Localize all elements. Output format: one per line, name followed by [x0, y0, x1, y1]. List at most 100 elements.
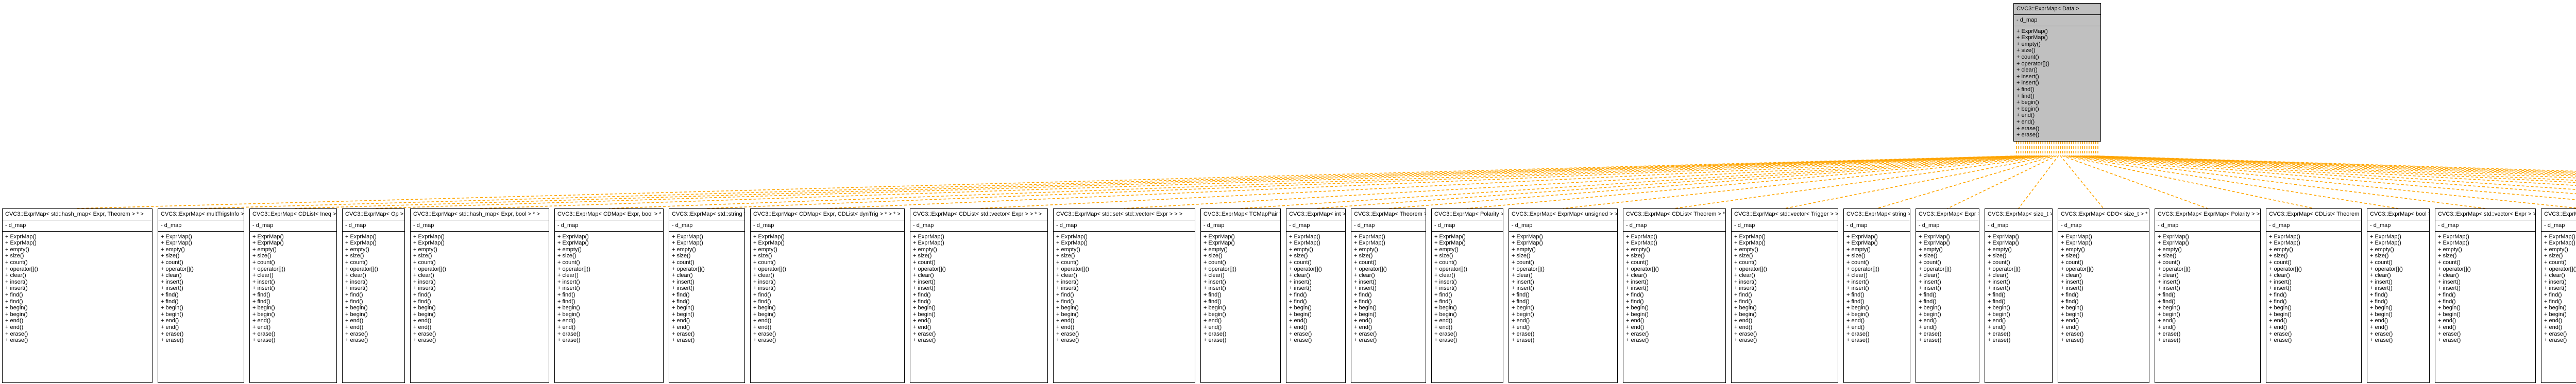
class-method: + insert() [753, 278, 776, 285]
class-method: + find() [1354, 298, 1372, 305]
class-method: + find() [1919, 298, 1937, 305]
class-method: + find() [2061, 291, 2079, 298]
class-node[interactable]: CVC3::ExprMap< ExprMap< Polarity > >- d_… [2155, 208, 2261, 383]
class-node[interactable]: CVC3::ExprMap< std::hash_map< Expr, bool… [410, 208, 549, 383]
class-method: + find() [1919, 291, 1937, 298]
class-method: + end() [1846, 324, 1865, 330]
class-method: + end() [557, 318, 576, 324]
class-node-title: CVC3::ExprMap< unsigned > [2541, 209, 2576, 220]
class-node[interactable]: CVC3::ExprMap< CDList< Theorem > >- d_ma… [2266, 208, 2362, 383]
class-method: + count() [1354, 259, 1377, 266]
class-method: + begin() [1919, 311, 1941, 318]
class-node[interactable]: CVC3::ExprMap< string >- d_map+ ExprMap(… [1843, 208, 1910, 383]
class-node-root[interactable]: CVC3::ExprMap< Data > - d_map + ExprMap(… [2013, 3, 2101, 142]
class-method: + ExprMap() [672, 233, 703, 240]
class-method: + end() [161, 324, 179, 330]
class-node[interactable]: CVC3::ExprMap< multTrigsInfo >- d_map+ E… [158, 208, 244, 383]
class-attribute: - d_map [1846, 222, 1868, 229]
class-method: + erase() [345, 337, 368, 344]
class-method: + find() [2158, 298, 2176, 305]
class-method: + insert() [345, 278, 368, 285]
class-method: + size() [1204, 253, 1223, 259]
class-method: + end() [1512, 318, 1530, 324]
class-method: + find() [5, 291, 23, 298]
class-method: + insert() [2158, 278, 2180, 285]
class-node[interactable]: CVC3::ExprMap< std::vector< Trigger > >-… [1731, 208, 1838, 383]
class-node[interactable]: CVC3::ExprMap< CDMap< Expr, CDList< dynT… [750, 208, 905, 383]
class-method: + erase() [252, 337, 276, 344]
class-node[interactable]: CVC3::ExprMap< Theorem >- d_map+ ExprMap… [1351, 208, 1426, 383]
class-method: + insert() [2158, 285, 2180, 292]
class-method: + begin() [2016, 106, 2039, 112]
class-method: + size() [913, 253, 932, 259]
class-method: + operator[]() [753, 266, 786, 272]
class-node[interactable]: CVC3::ExprMap< size_t >- d_map+ ExprMap(… [1985, 208, 2053, 383]
class-node[interactable]: CVC3::ExprMap< CDList< Theorem > * >- d_… [1623, 208, 1726, 383]
class-node[interactable]: CVC3::ExprMap< bool >- d_map+ ExprMap()+… [2367, 208, 2430, 383]
class-method: + find() [1434, 298, 1452, 305]
inheritance-edge [2075, 142, 2576, 195]
class-method: + empty() [1988, 246, 2012, 253]
class-method: + end() [2269, 324, 2287, 330]
class-node[interactable]: CVC3::ExprMap< std::vector< Expr > >- d_… [2435, 208, 2536, 383]
class-node[interactable]: CVC3::ExprMap< CDMap< Expr, bool > * >- … [554, 208, 664, 383]
inheritance-edge [2084, 142, 2576, 181]
class-method: + clear() [2269, 272, 2290, 279]
class-node[interactable]: CVC3::ExprMap< CDList< Ineq > * >- d_map… [249, 208, 337, 383]
class-method: + ExprMap() [161, 240, 192, 247]
class-method: + operator[]() [2370, 266, 2403, 272]
class-method: + ExprMap() [2158, 240, 2189, 247]
class-method: + end() [913, 324, 931, 330]
class-node-title: CVC3::ExprMap< bool > [2367, 209, 2429, 220]
class-node[interactable]: CVC3::ExprMap< int >- d_map+ ExprMap()+ … [1286, 208, 1346, 383]
class-node[interactable]: CVC3::ExprMap< ExprMap< unsigned > >- d_… [1509, 208, 1618, 383]
class-method: + erase() [2370, 337, 2393, 344]
class-node-methods: + ExprMap()+ ExprMap()+ empty()+ size()+… [1844, 232, 1910, 346]
class-method: + ExprMap() [1988, 240, 2019, 247]
class-node[interactable]: CVC3::ExprMap< std::hash_map< Expr, Theo… [2, 208, 152, 383]
class-node[interactable]: CVC3::ExprMap< Polarity >- d_map+ ExprMa… [1431, 208, 1503, 383]
class-method: + ExprMap() [1204, 240, 1235, 247]
class-node[interactable]: CVC3::ExprMap< CDList< std::vector< Expr… [910, 208, 1048, 383]
class-method: + find() [1734, 298, 1752, 305]
class-node-title: CVC3::ExprMap< CDMap< Expr, CDList< dynT… [751, 209, 904, 220]
class-method: + end() [1354, 318, 1372, 324]
class-method: + begin() [672, 305, 694, 311]
class-method: + end() [252, 318, 271, 324]
class-method: + ExprMap() [753, 233, 785, 240]
class-node-attributes: - d_map [1732, 220, 1838, 232]
class-node-attributes: - d_map [3, 220, 152, 232]
class-node[interactable]: CVC3::ExprMap< unsigned >- d_map+ ExprMa… [2541, 208, 2576, 383]
class-method: + count() [913, 259, 936, 266]
class-method: + empty() [1846, 246, 1871, 253]
class-method: + size() [672, 253, 691, 259]
class-node[interactable]: CVC3::ExprMap< TCMapPair * >- d_map+ Exp… [1200, 208, 1281, 383]
class-method: + count() [1204, 259, 1226, 266]
class-node[interactable]: CVC3::ExprMap< std::set< std::vector< Ex… [1053, 208, 1195, 383]
class-node[interactable]: CVC3::ExprMap< Expr >- d_map+ ExprMap()+… [1916, 208, 1979, 383]
class-method: + insert() [1289, 278, 1312, 285]
class-node-methods: + ExprMap()+ ExprMap()+ empty()+ size()+… [2266, 232, 2361, 346]
class-method: + erase() [1056, 330, 1079, 337]
class-node[interactable]: CVC3::ExprMap< std::string >- d_map+ Exp… [669, 208, 745, 383]
class-node-attributes: - d_map [555, 220, 663, 232]
class-node-methods: + ExprMap()+ ExprMap()+ empty()+ size()+… [2155, 232, 2260, 346]
class-method: + erase() [1056, 337, 1079, 344]
class-method: + empty() [5, 246, 29, 253]
class-node-title: CVC3::ExprMap< CDList< Theorem > > [2266, 209, 2361, 220]
inheritance-edge [2093, 142, 2576, 174]
class-method: + size() [1354, 253, 1373, 259]
class-node-methods: + ExprMap()+ ExprMap()+ empty()+ size()+… [158, 232, 244, 346]
class-method: + end() [753, 318, 772, 324]
class-node[interactable]: CVC3::ExprMap< CDO< size_t > * >- d_map+… [2058, 208, 2149, 383]
class-method: + end() [1512, 324, 1530, 330]
class-attribute: - d_map [557, 222, 579, 229]
class-method: + ExprMap() [1919, 233, 1950, 240]
class-method: + erase() [161, 330, 184, 337]
class-method: + insert() [913, 278, 936, 285]
class-node[interactable]: CVC3::ExprMap< Op >- d_map+ ExprMap()+ E… [342, 208, 405, 383]
class-method: + erase() [1512, 330, 1535, 337]
class-method: + end() [2061, 318, 2079, 324]
class-method: + begin() [2370, 311, 2393, 318]
class-node-attributes: - d_map [2367, 220, 2429, 232]
